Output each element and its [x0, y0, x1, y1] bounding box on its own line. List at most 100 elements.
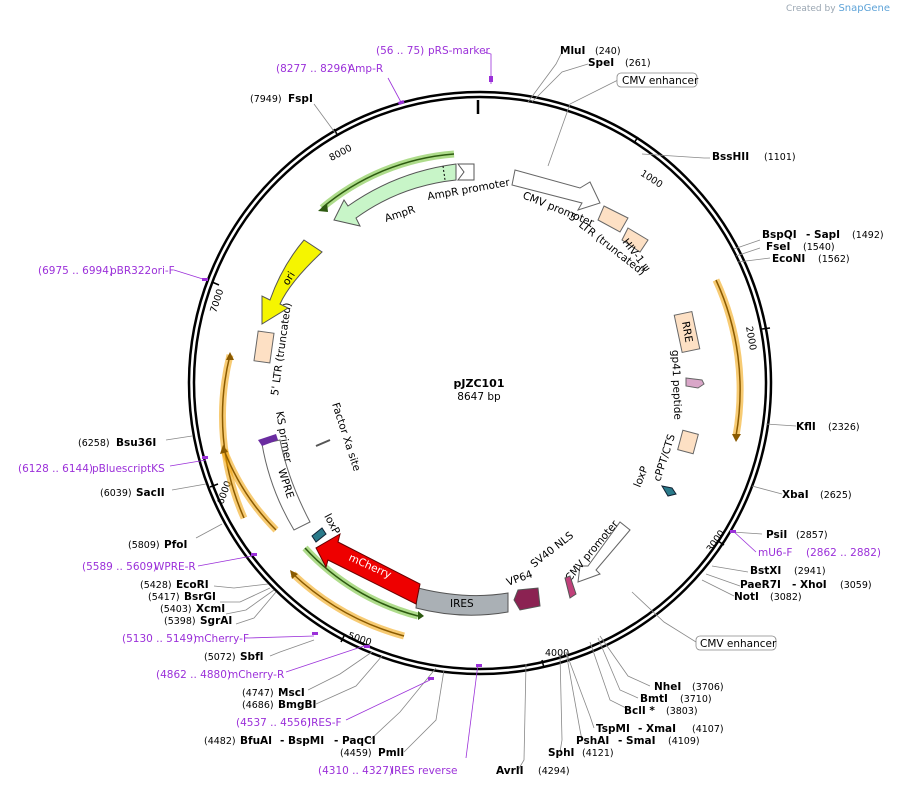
svg-text:PshAI: PshAI	[576, 735, 609, 747]
svg-text:(1101): (1101)	[764, 152, 796, 163]
orf-arc-bottom-line	[292, 573, 405, 637]
cmv-promoter-arrow	[511, 169, 601, 211]
svg-text:mCherry-F: mCherry-F	[194, 633, 249, 645]
wpre-box	[261, 439, 311, 531]
site-msci: (4747) MscI	[242, 687, 305, 699]
svg-text:TspMI: TspMI	[596, 723, 630, 735]
svg-text:(4459): (4459)	[340, 748, 372, 759]
site-xbai: XbaI(2625)	[782, 489, 852, 501]
svg-text:(5428): (5428)	[140, 580, 172, 591]
svg-text:- XmaI: - XmaI	[638, 723, 676, 735]
primer-prs-marker: (56 .. 75)pRS-marker	[376, 45, 491, 57]
cmv-promoter2-arrow	[577, 521, 631, 583]
svg-text:(4294): (4294)	[538, 766, 570, 777]
svg-text:IRES reverse: IRES reverse	[391, 765, 458, 777]
svg-text:(1540): (1540)	[803, 242, 835, 253]
cmv-enhancer-bottom: CMV enhancer	[695, 635, 777, 651]
vp64-label: VP64	[505, 568, 535, 589]
ires-box	[415, 587, 509, 616]
svg-text:NheI: NheI	[654, 681, 681, 693]
svg-text:(5403): (5403)	[160, 604, 192, 615]
svg-text:(56 .. 75): (56 .. 75)	[376, 45, 424, 57]
site-bmti: BmtI(3710)	[640, 693, 712, 705]
orf-arc-top-green-line	[321, 153, 455, 209]
site-noti: NotI(3082)	[734, 591, 802, 603]
orf-arc-left2-head	[220, 445, 228, 454]
svg-text:4000: 4000	[545, 648, 569, 659]
site-psii: PsiI(2857)	[766, 529, 828, 541]
svg-text:CMV enhancer: CMV enhancer	[622, 75, 699, 87]
factor-xa-marker	[315, 439, 331, 447]
svg-text:(2326): (2326)	[828, 422, 860, 433]
svg-text:2000: 2000	[743, 325, 758, 351]
svg-text:PaeR7I: PaeR7I	[740, 579, 781, 591]
svg-text:PmlI: PmlI	[378, 747, 404, 759]
loxp-right	[660, 485, 677, 497]
ks-primer-marker	[258, 434, 278, 446]
svg-text:mCherry-R: mCherry-R	[228, 669, 284, 681]
svg-text:SpeI: SpeI	[588, 57, 614, 69]
svg-text:(3059): (3059)	[840, 580, 872, 591]
watermark-prefix: Created by	[786, 4, 836, 14]
svg-text:NotI: NotI	[734, 591, 759, 603]
svg-text:(4747): (4747)	[242, 688, 274, 699]
rre-box	[673, 310, 701, 354]
vp64-box	[513, 587, 541, 611]
svg-text:(3803): (3803)	[666, 706, 698, 717]
svg-text:- SapI: - SapI	[806, 229, 840, 241]
svg-text:(7949): (7949)	[250, 94, 282, 105]
primer-mu6-f: mU6-F(2862 .. 2882)	[758, 547, 881, 559]
primer-ires-f: (4537 .. 4556)IRES-F	[236, 717, 342, 729]
site-sphi: SphI(4121)	[548, 747, 614, 759]
svg-text:pBR322ori-F: pBR322ori-F	[110, 265, 175, 277]
svg-text:(2625): (2625)	[820, 490, 852, 501]
svg-text:1000: 1000	[638, 168, 664, 190]
ori-arrow	[261, 239, 323, 325]
site-spei: SpeI(261)	[588, 57, 651, 69]
rre-label: RRE	[679, 320, 695, 343]
orf-arc-right-line	[715, 279, 741, 437]
primer-pbluescriptks: (6128 .. 6144)pBluescriptKS	[18, 463, 165, 475]
site-fsei: FseI (1540)	[766, 241, 835, 253]
svg-text:(4862 .. 4880): (4862 .. 4880)	[156, 669, 231, 681]
site-xcmi: (5403)XcmI	[160, 603, 225, 615]
svg-text:(5398): (5398)	[164, 616, 196, 627]
sv40-nls-box	[564, 575, 577, 599]
tick-4000: 4000	[541, 648, 569, 669]
svg-text:(3710): (3710)	[680, 694, 712, 705]
cppt-label: cPPT/CTS	[651, 432, 678, 482]
svg-text:PsiI: PsiI	[766, 529, 787, 541]
site-fspi: (7949) FspI	[250, 93, 313, 105]
primer-mark-ori	[202, 278, 208, 281]
orf-arc-top-green-head	[318, 203, 328, 212]
svg-text:BfuAI: BfuAI	[240, 735, 272, 747]
site-paer7i: PaeR7I- XhoI(3059)	[740, 579, 872, 591]
svg-text:PfoI: PfoI	[164, 539, 187, 551]
svg-text:(4121): (4121)	[582, 748, 614, 759]
site-bsrgi: (5417)BsrGI	[148, 591, 216, 603]
svg-text:SacII: SacII	[136, 487, 165, 499]
site-pmli: (4459) PmlI	[340, 747, 404, 759]
ampr-promoter-box	[457, 163, 475, 181]
site-sgrai: (5398)SgrAI	[164, 615, 232, 627]
primer-wpre-r: (5589 .. 5609)WPRE-R	[82, 561, 196, 573]
svg-text:(5589 .. 5609): (5589 .. 5609)	[82, 561, 157, 573]
svg-text:BsrGI: BsrGI	[184, 591, 216, 603]
orf-arc-mcherry-green-head	[418, 611, 424, 620]
site-tspmi: TspMI- XmaI(4107)	[596, 723, 724, 735]
svg-text:MscI: MscI	[278, 687, 305, 699]
svg-text:(1492): (1492)	[852, 230, 884, 241]
svg-text:(8277 .. 8296): (8277 .. 8296)	[276, 63, 351, 75]
svg-text:(1562): (1562)	[818, 254, 850, 265]
svg-text:FseI: FseI	[766, 241, 790, 253]
hiv1-psi-box	[621, 227, 649, 253]
svg-text:(6128 .. 6144): (6128 .. 6144)	[18, 463, 93, 475]
cmv-enhancer-top: CMV enhancer	[616, 72, 699, 88]
site-bmgbi: (4686)BmgBI	[242, 699, 316, 711]
svg-text:FspI: FspI	[288, 93, 313, 105]
loxp-right-label: loxP	[632, 465, 651, 490]
primer-ires-reverse: (4310 .. 4327)IRES reverse	[318, 765, 458, 777]
ampr-label: AmpR	[383, 204, 417, 225]
orf-arc-mcherry-green-line	[304, 547, 419, 617]
